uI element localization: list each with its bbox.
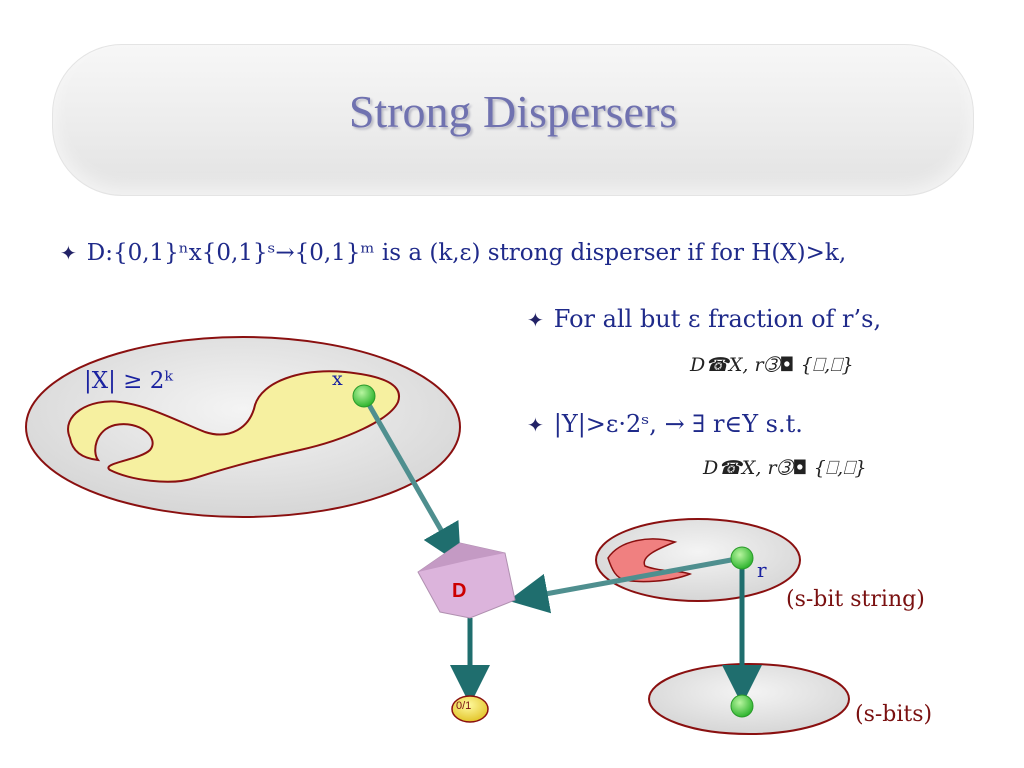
- slide-title: Strong Dispersers: [348, 86, 678, 137]
- formula-2: D☎X, r➂◘ {⎕,⎕}: [703, 457, 867, 479]
- x-set-size-label: |X| ≥ 2ᵏ: [84, 368, 173, 394]
- r-point: [730, 546, 754, 570]
- r-point-label: r: [757, 558, 767, 582]
- seed-note-label: (s-bit string): [786, 587, 925, 612]
- bullet-exists-text: |Y|>ε·2ˢ, → ∃ r∈Y s.t.: [553, 410, 803, 438]
- bullet-definition-text: D:{0,1}ⁿx{0,1}ˢ→{0,1}ᵐ is a (k,ε) strong…: [86, 240, 847, 266]
- output-point: [730, 694, 754, 718]
- four-point-star-icon: ✦: [527, 413, 544, 437]
- disperser-label: D: [452, 580, 467, 602]
- x-point: [352, 384, 376, 408]
- bullet-definition: ✦ D:{0,1}ⁿx{0,1}ˢ→{0,1}ᵐ is a (k,ε) stron…: [60, 240, 846, 266]
- bullet-exists: ✦ |Y|>ε·2ˢ, → ∃ r∈Y s.t.: [527, 410, 803, 438]
- output-bit-label: 0/1: [456, 700, 472, 712]
- r-to-d-arrow: [508, 555, 743, 614]
- x-to-d-arrow: [361, 394, 461, 565]
- bullet-all-but-text: For all but ε fraction of r’s,: [553, 305, 882, 333]
- x-point-label: x: [332, 368, 343, 390]
- four-point-star-icon: ✦: [60, 241, 77, 265]
- title-banner: Strong Dispersers: [52, 44, 974, 196]
- four-point-star-icon: ✦: [527, 308, 544, 332]
- bit-output-oval: [451, 695, 489, 723]
- bullet-all-but: ✦ For all but ε fraction of r’s,: [527, 305, 881, 333]
- x-subset-blob: [67, 370, 401, 483]
- output-note-label: (s-bits): [855, 702, 933, 727]
- disperser-pentagon-top: [418, 543, 505, 572]
- formula-1: D☎X, r➂◘ {⎕,⎕}: [690, 354, 854, 376]
